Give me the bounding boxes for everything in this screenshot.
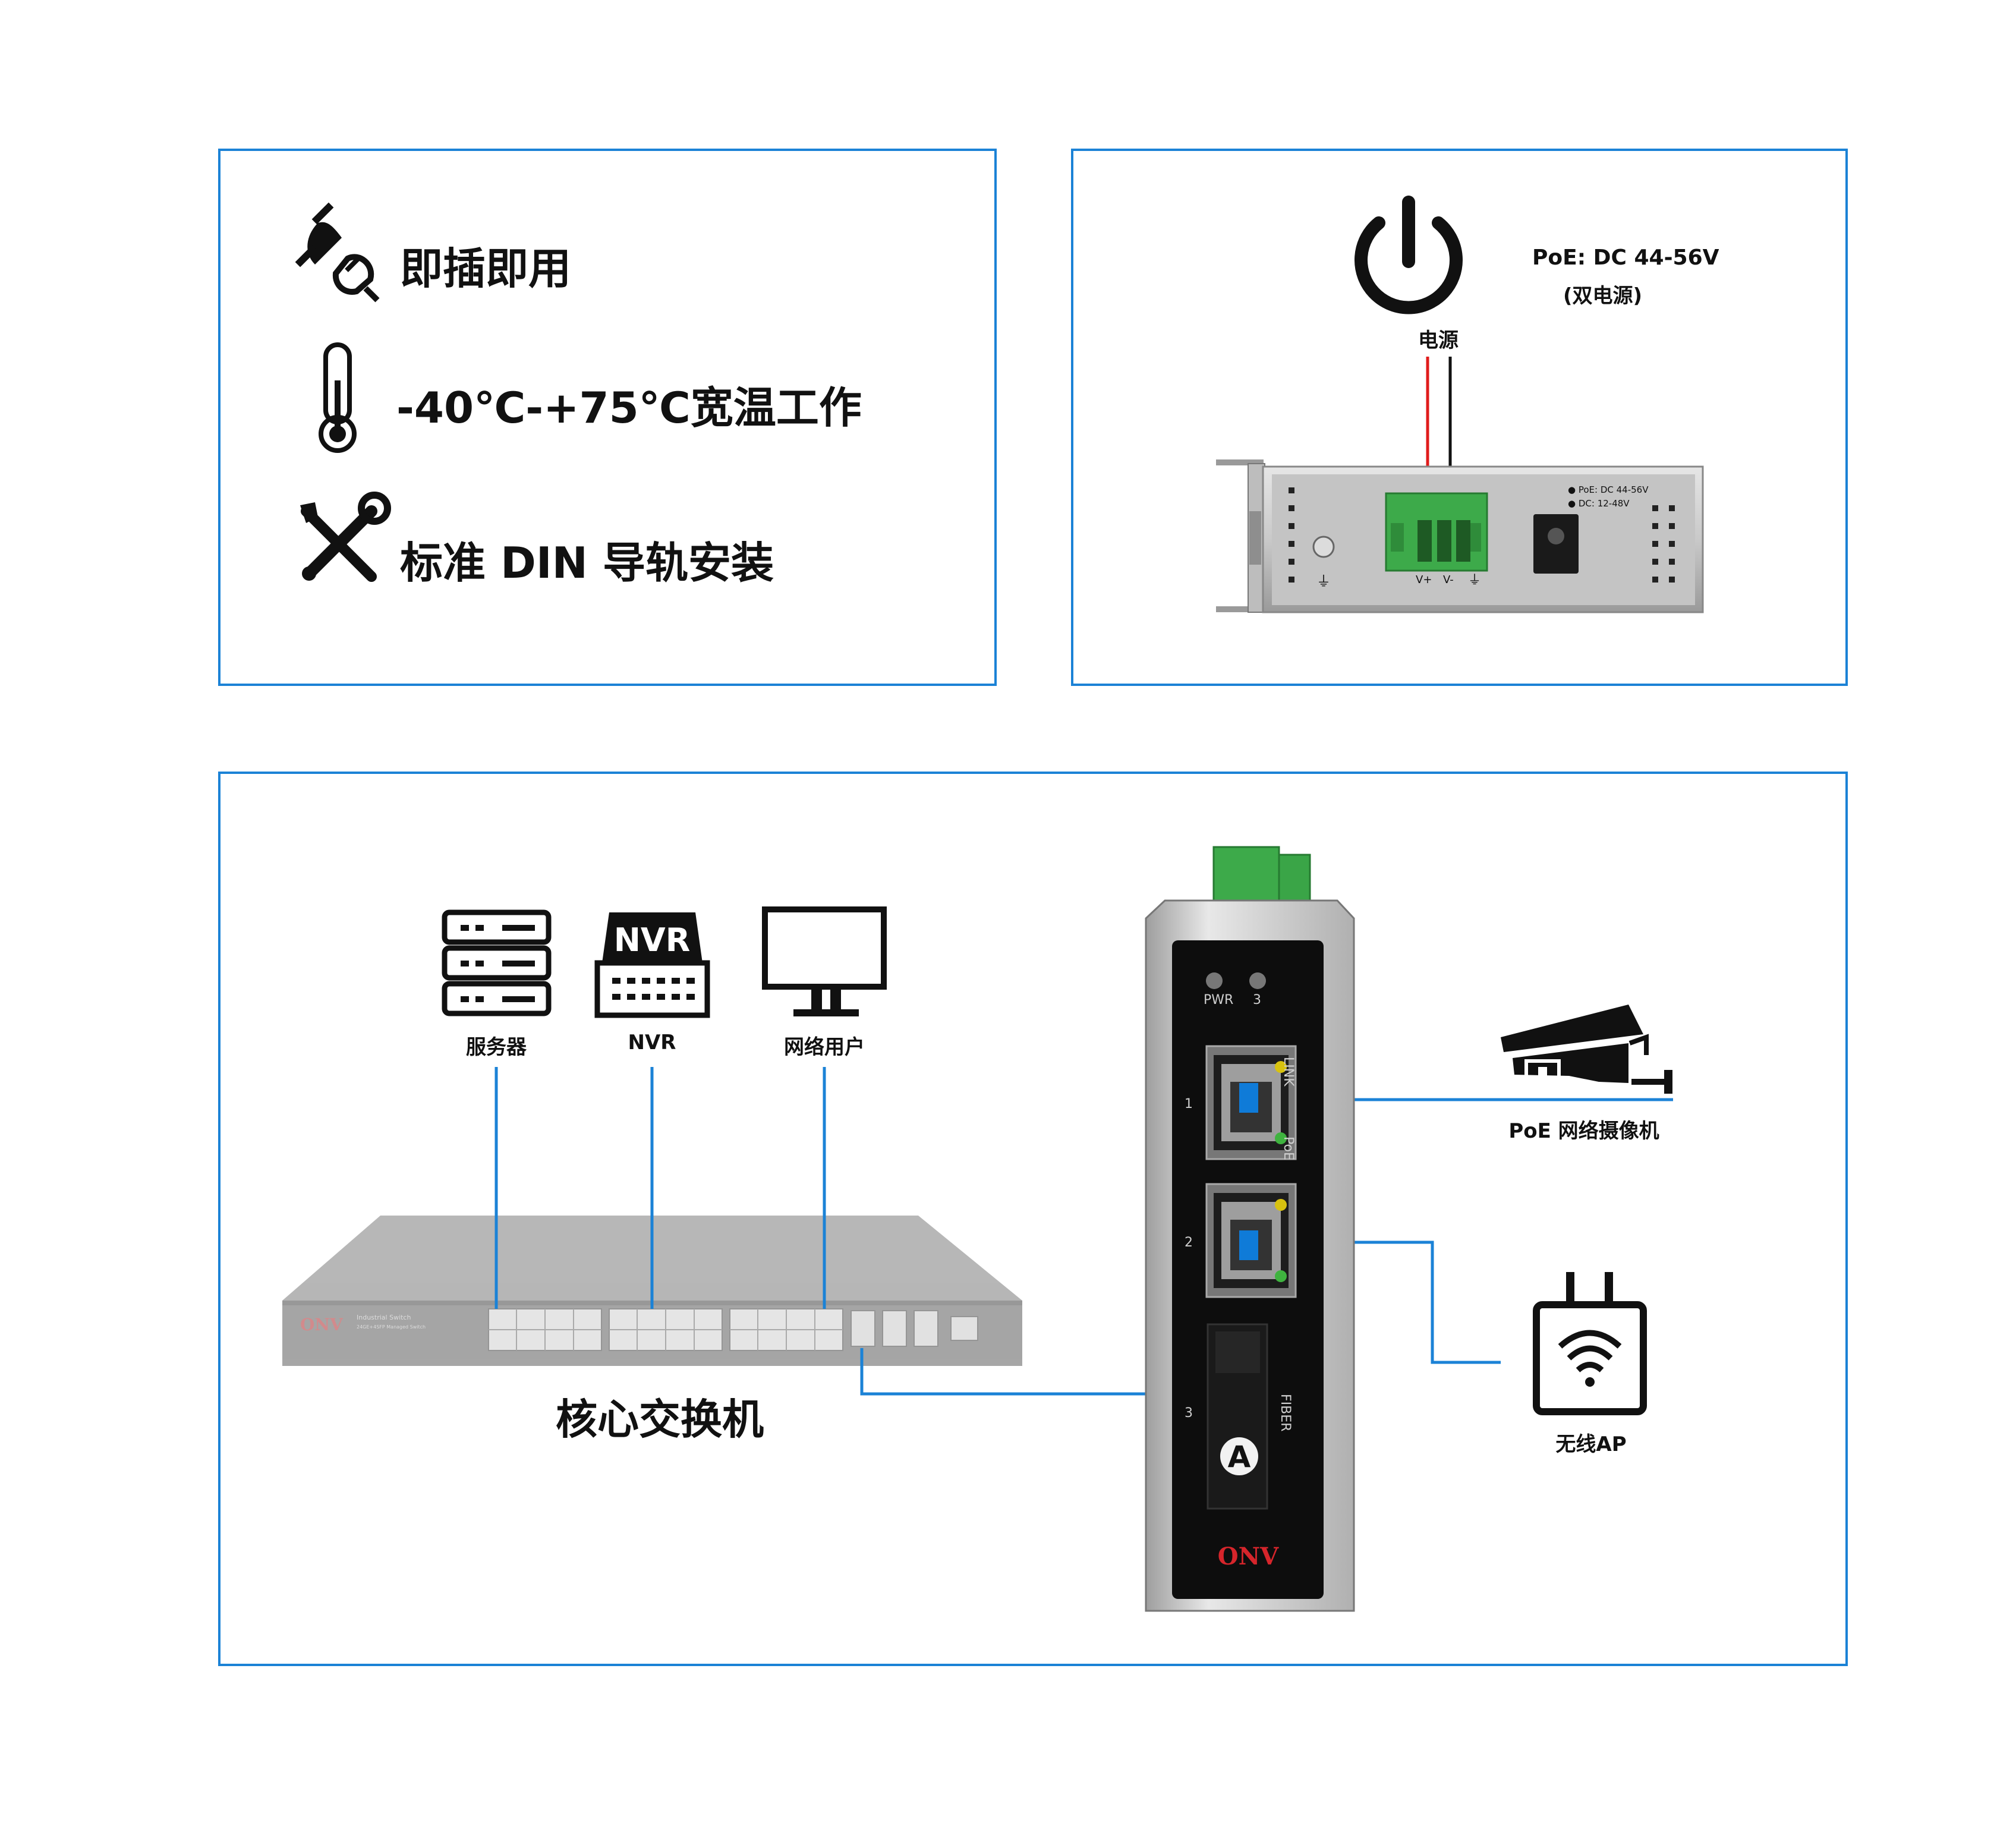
wireless-ap-label: 无线AP (1555, 1433, 1627, 1456)
port3-number: 3 (1185, 1406, 1193, 1421)
topology-panel (218, 772, 1848, 1666)
camera-label: PoE 网络摄像机 (1508, 1119, 1659, 1143)
server-label: 服务器 (466, 1035, 527, 1059)
device-brand: ONV (1217, 1542, 1279, 1570)
fiber-letter: A (1227, 1440, 1251, 1474)
core-switch-model-line1: Industrial Switch (357, 1314, 411, 1321)
led-3-label: 3 (1253, 993, 1261, 1008)
ground-symbol-icon: ⏚ (1316, 573, 1331, 590)
power-spec-line1: PoE: DC 44-56V (1532, 245, 1719, 270)
core-switch-model-line2: 24GE+4SFP Managed Switch (357, 1324, 426, 1330)
power-panel (1071, 149, 1848, 686)
network-user-label: 网络用户 (784, 1035, 865, 1059)
core-switch-label: 核心交换机 (556, 1395, 764, 1444)
device-label-dc: ● DC: 12-48V (1568, 498, 1630, 509)
led-pwr-label: PWR (1204, 993, 1234, 1008)
terminal-vminus: V- (1443, 574, 1454, 586)
core-switch-brand: ONV (300, 1315, 343, 1334)
link-label: LINK (1281, 1057, 1296, 1087)
fiber-label: FIBER (1278, 1394, 1293, 1432)
port2-number: 2 (1185, 1235, 1193, 1250)
feature-plug-and-play: 即插即用 (400, 244, 572, 294)
terminal-vplus: V+ (1416, 574, 1432, 586)
power-spec-line2: (双电源) (1563, 284, 1643, 308)
feature-wide-temp: -40℃-+75℃宽温工作 (396, 383, 862, 433)
power-label: 电源 (1418, 329, 1459, 352)
feature-din-rail: 标准 DIN 导轨安装 (400, 538, 774, 588)
port1-number: 1 (1185, 1097, 1193, 1112)
device-label-poe: ● PoE: DC 44-56V (1568, 484, 1649, 495)
poe-port-label: PoE (1281, 1136, 1296, 1160)
ground-terminal-icon: ⏚ (1468, 573, 1482, 588)
nvr-label: NVR (628, 1031, 676, 1054)
nvr-icon-text: NVR (613, 921, 691, 959)
